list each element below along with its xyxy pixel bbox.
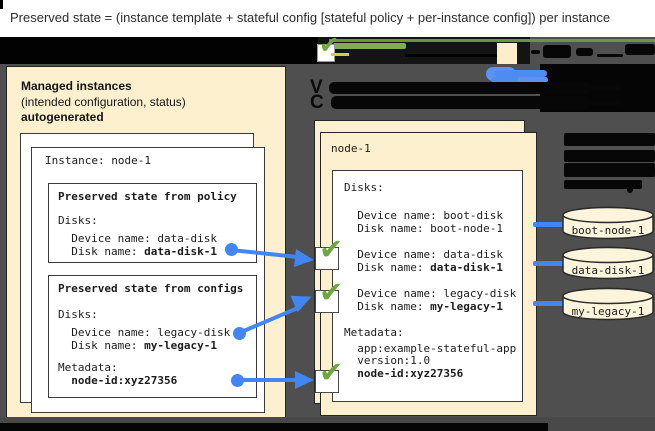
disk-connector bbox=[533, 261, 564, 266]
vm-metadata-label: Metadata: bbox=[344, 326, 404, 339]
check-icon: ✔ bbox=[319, 232, 344, 266]
redacted-heading-letter: C bbox=[310, 92, 324, 113]
redaction-strip-left bbox=[0, 37, 318, 64]
redaction-bar bbox=[564, 180, 642, 189]
redaction-bar bbox=[588, 101, 622, 105]
redaction-bar bbox=[627, 187, 633, 193]
disk-cylinder-boot: boot-node-1 bbox=[562, 206, 654, 240]
disk-label: my-legacy-1 bbox=[572, 305, 645, 318]
managed-panel-subheading: (intended configuration, status) bbox=[21, 95, 186, 109]
check-icon: ✔ bbox=[319, 355, 344, 389]
vm-title: node-1 bbox=[331, 142, 371, 155]
indent bbox=[344, 367, 357, 380]
yellow-mark bbox=[331, 53, 349, 56]
vm-legacy-disk-line: Disk name: my-legacy-1 bbox=[344, 300, 503, 313]
green-line-thin bbox=[329, 39, 655, 42]
redaction-mark bbox=[597, 54, 623, 57]
vm-data-disk-prefix: Disk name: bbox=[344, 261, 431, 274]
vm-data-disk-value: data-disk-1 bbox=[430, 261, 503, 274]
vm-boot-disk-line: Disk name: boot-node-1 bbox=[344, 222, 503, 235]
redaction-mark bbox=[625, 44, 655, 55]
arrow-head bbox=[294, 249, 315, 269]
configs-box bbox=[48, 275, 257, 398]
vm-metadata-node-value: node-id:xyz27356 bbox=[357, 367, 464, 380]
configs-metadata-label: Metadata: bbox=[58, 361, 118, 374]
vm-metadata-node-line: node-id:xyz27356 bbox=[344, 367, 463, 380]
checkmark-box-metadata bbox=[315, 370, 339, 393]
configs-box-title: Preserved state from configs bbox=[58, 282, 244, 295]
redaction-mark bbox=[531, 50, 540, 54]
configs-disk-line: Disk name: my-legacy-1 bbox=[58, 339, 217, 352]
indent bbox=[58, 374, 71, 387]
vm-boot-device-line: Device name: boot-disk bbox=[344, 209, 503, 222]
vm-disks-box bbox=[332, 170, 523, 402]
configs-metadata-value: node-id:xyz27356 bbox=[71, 374, 178, 387]
disk-label: boot-node-1 bbox=[572, 224, 645, 237]
policy-device-line: Device name: data-disk bbox=[58, 232, 217, 245]
redaction-bar bbox=[564, 150, 655, 162]
arrow-head bbox=[295, 371, 314, 389]
configs-metadata-line: node-id:xyz27356 bbox=[58, 374, 177, 387]
redacted-heading-letter: V bbox=[310, 77, 323, 98]
disk-connector bbox=[533, 301, 564, 306]
redaction-line bbox=[405, 54, 497, 57]
policy-box bbox=[48, 183, 257, 263]
check-icon: ✔ bbox=[319, 275, 344, 309]
corner-mark bbox=[0, 0, 3, 9]
managed-panel-heading: Managed instances bbox=[21, 79, 132, 93]
vm-disks-label: Disks: bbox=[344, 181, 384, 194]
green-line-thick bbox=[333, 43, 406, 49]
arrow-line bbox=[237, 378, 299, 382]
policy-disk-prefix: Disk name: bbox=[58, 245, 145, 258]
configs-disks-label: Disks: bbox=[58, 308, 98, 321]
checkmark-box-data-disk bbox=[315, 247, 339, 270]
policy-disks-label: Disks: bbox=[58, 214, 98, 227]
cylinder-top bbox=[562, 287, 654, 305]
configs-disk-value: my-legacy-1 bbox=[144, 339, 217, 352]
vm-legacy-disk-value: my-legacy-1 bbox=[430, 300, 503, 313]
redaction-bar bbox=[564, 133, 655, 146]
disk-connector bbox=[533, 222, 564, 227]
cylinder-top bbox=[562, 206, 654, 224]
formula-title-bar: Preserved state = (instance template + s… bbox=[0, 0, 655, 37]
cream-node-chip bbox=[497, 43, 517, 64]
policy-disk-value: data-disk-1 bbox=[144, 245, 217, 258]
policy-disk-line: Disk name: data-disk-1 bbox=[58, 245, 217, 258]
instance-title: Instance: node-1 bbox=[45, 154, 151, 167]
disk-cylinder-data: data-disk-1 bbox=[562, 246, 654, 280]
redaction-mark bbox=[543, 45, 571, 58]
vm-metadata-version-line: version:1.0 bbox=[344, 354, 431, 367]
redaction-bar bbox=[329, 82, 592, 94]
policy-box-title: Preserved state from policy bbox=[58, 190, 237, 203]
configs-disk-prefix: Disk name: bbox=[58, 339, 145, 352]
vm-data-device-line: Device name: data-disk bbox=[344, 248, 503, 261]
vm-legacy-device-line: Device name: legacy-disk bbox=[344, 287, 517, 300]
redaction-bar bbox=[564, 163, 655, 177]
disk-label: data-disk-1 bbox=[572, 264, 645, 277]
redaction-bar bbox=[590, 85, 622, 90]
vm-data-disk-line: Disk name: data-disk-1 bbox=[344, 261, 503, 274]
redaction-mark bbox=[576, 48, 593, 56]
redaction-bar bbox=[331, 96, 590, 109]
cylinder-top bbox=[562, 246, 654, 264]
vm-legacy-disk-prefix: Disk name: bbox=[344, 300, 431, 313]
managed-panel-autogenerated: autogenerated bbox=[21, 110, 104, 124]
highlight-scribble bbox=[495, 70, 547, 77]
disk-cylinder-legacy: my-legacy-1 bbox=[562, 287, 654, 321]
preserved-state-formula: Preserved state = (instance template + s… bbox=[10, 10, 611, 25]
check-icon: ✔ bbox=[319, 31, 340, 59]
vm-metadata-app-line: app:example-stateful-app bbox=[344, 342, 517, 355]
redaction-bottom-bar bbox=[0, 423, 548, 431]
configs-device-line: Device name: legacy-disk bbox=[58, 326, 231, 339]
checkmark-box-legacy-disk bbox=[315, 290, 339, 313]
highlight-scribble bbox=[518, 77, 548, 82]
